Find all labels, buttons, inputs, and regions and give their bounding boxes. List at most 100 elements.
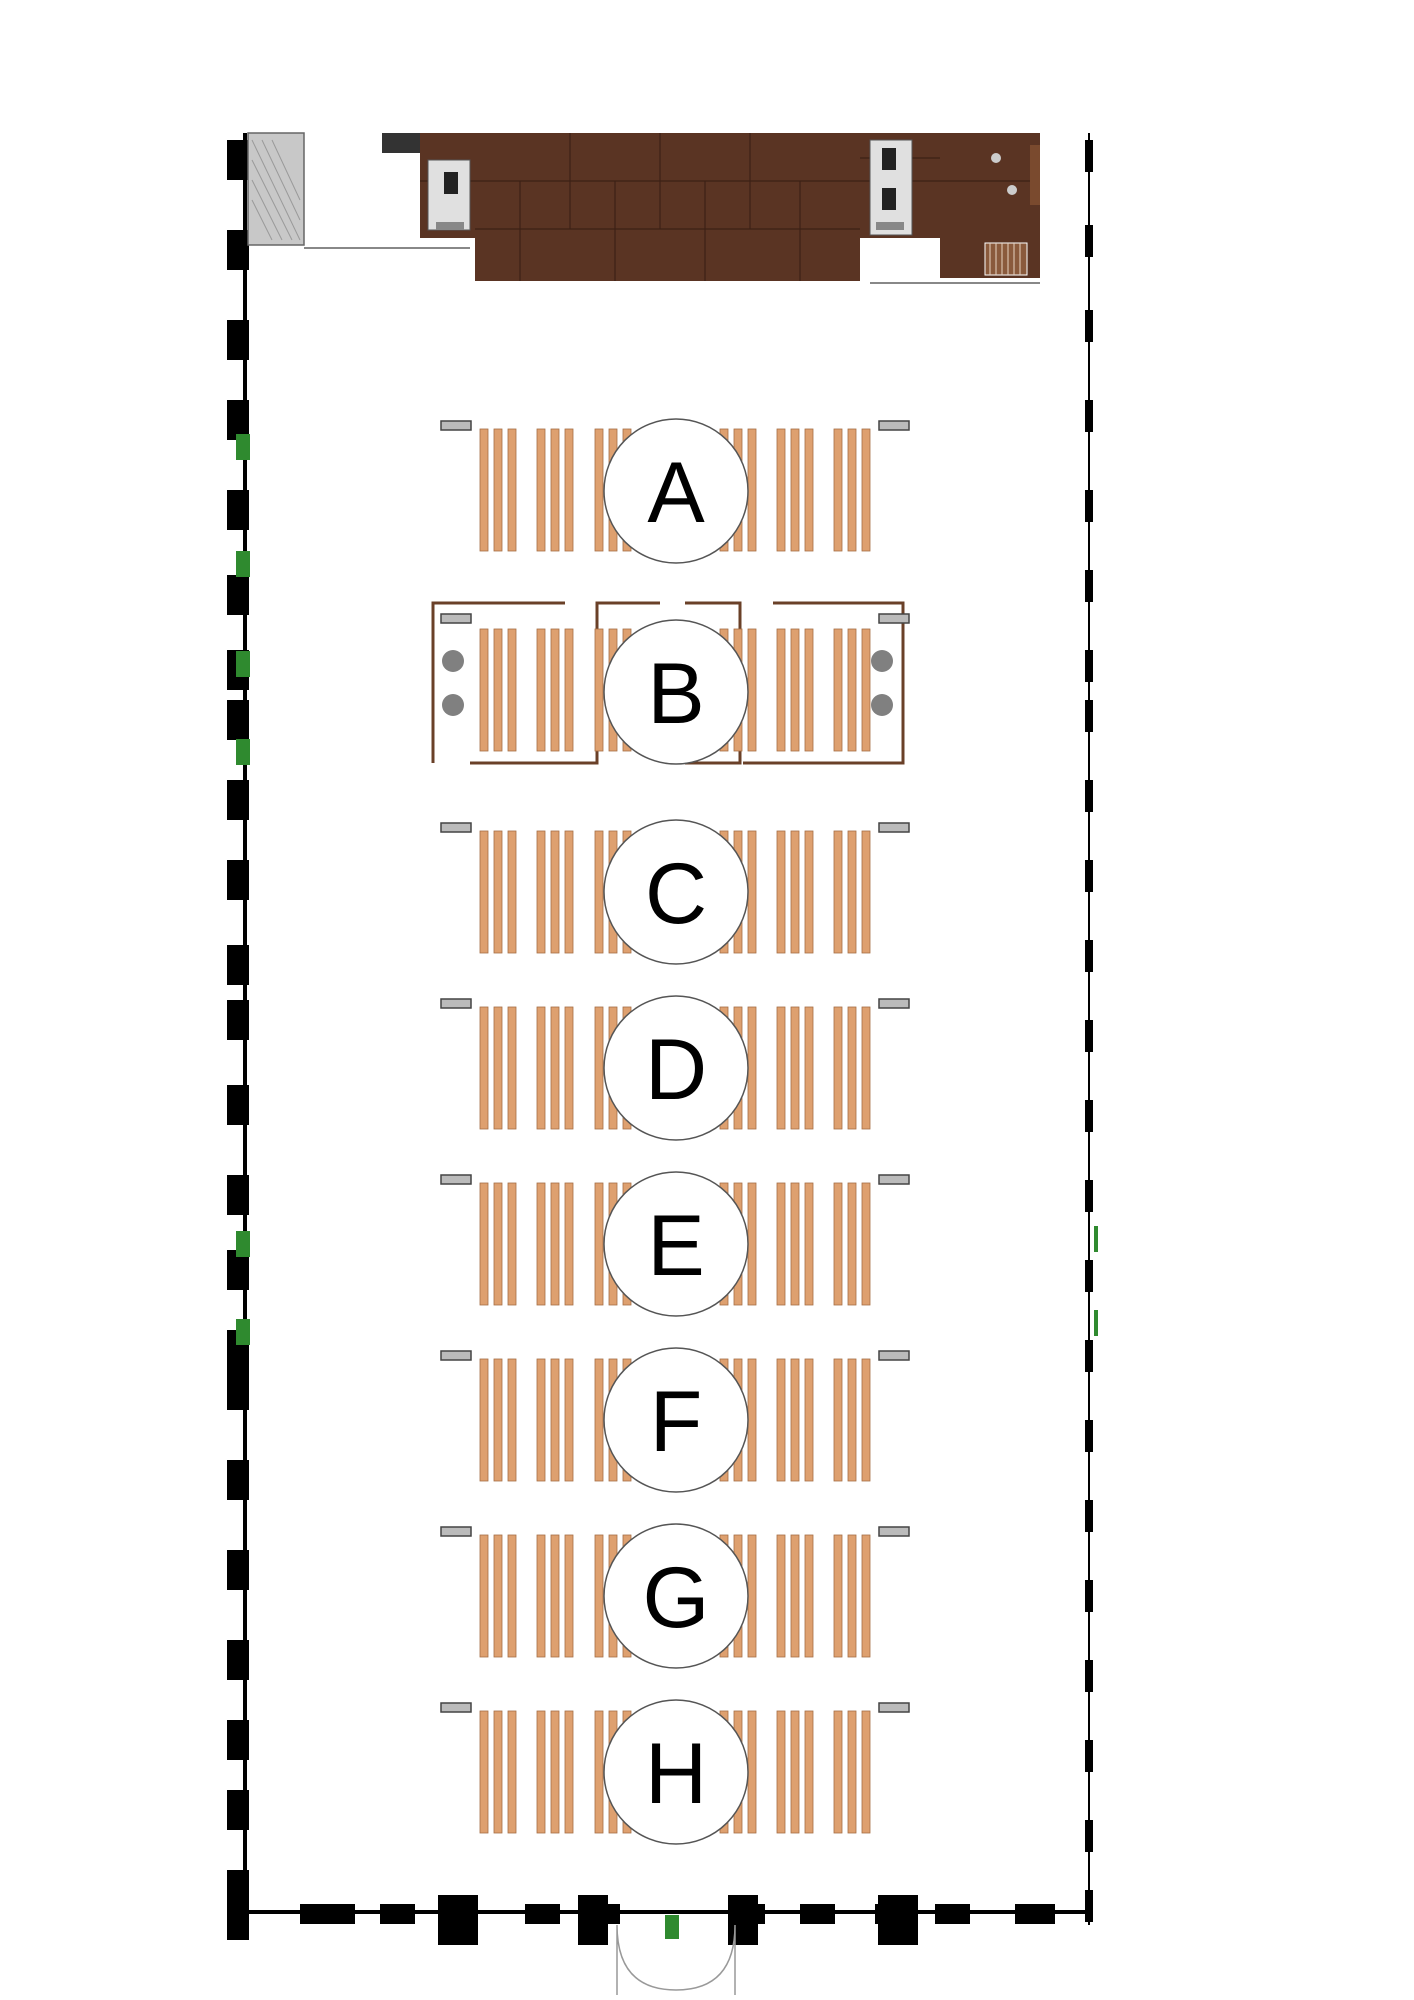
- exit-sign-icon: [665, 1915, 679, 1939]
- wall-pier: [227, 140, 249, 180]
- wall-pier: [1085, 860, 1093, 892]
- bench: [550, 1358, 560, 1482]
- bench: [536, 830, 546, 954]
- bench: [536, 628, 546, 752]
- wall-pier: [1085, 400, 1093, 432]
- zone-label-circle: [603, 1347, 749, 1493]
- bench: [479, 1710, 489, 1834]
- building-walls: [227, 133, 1093, 1945]
- bench: [507, 1710, 517, 1834]
- bench: [861, 1006, 871, 1130]
- bench: [747, 628, 757, 752]
- bench: [493, 1358, 503, 1482]
- zone-label-d: D: [603, 995, 749, 1141]
- bench: [804, 830, 814, 954]
- wall-pier: [1085, 225, 1093, 257]
- exit-sign-icon: [236, 651, 250, 677]
- bench: [790, 428, 800, 552]
- bench: [594, 830, 604, 954]
- bench: [804, 1006, 814, 1130]
- bench: [776, 1182, 786, 1306]
- wall-pier: [227, 1640, 249, 1680]
- bench: [550, 1006, 560, 1130]
- wall-pier: [227, 400, 249, 440]
- wall-pier: [227, 1790, 249, 1830]
- bench: [536, 1534, 546, 1658]
- stage-stairs: [984, 242, 1028, 276]
- bench: [479, 628, 489, 752]
- bench: [833, 628, 843, 752]
- zone-letter: H: [645, 1726, 707, 1822]
- zone-letter: D: [645, 1022, 707, 1118]
- bench: [594, 1358, 604, 1482]
- speaker-icon: [878, 1526, 910, 1537]
- wall-pier: [227, 1175, 249, 1215]
- exit-sign-icon: [236, 739, 250, 765]
- bench: [479, 1358, 489, 1482]
- bench: [790, 1006, 800, 1130]
- bench: [550, 1710, 560, 1834]
- wall-pier: [227, 230, 249, 270]
- bench: [507, 1182, 517, 1306]
- bench: [861, 1534, 871, 1658]
- bench: [790, 628, 800, 752]
- wall-pier: [728, 1895, 758, 1945]
- wall-pier: [227, 1000, 249, 1040]
- bench: [847, 1006, 857, 1130]
- wall-pier: [1085, 1340, 1093, 1372]
- bench: [550, 1182, 560, 1306]
- bench: [493, 1182, 503, 1306]
- bench: [776, 1358, 786, 1482]
- zone-label-circle: [603, 1523, 749, 1669]
- bench: [847, 628, 857, 752]
- wall-pier: [1085, 1020, 1093, 1052]
- bench: [564, 1182, 574, 1306]
- bench: [564, 1006, 574, 1130]
- zone-b-enclosure: [431, 601, 905, 765]
- wall-pier: [935, 1904, 970, 1924]
- bench: [833, 428, 843, 552]
- exit-sign-icon: [236, 1319, 250, 1345]
- zone-label-circle: [603, 995, 749, 1141]
- speaker-icon: [440, 1526, 472, 1537]
- wall-pier: [227, 1085, 249, 1125]
- bench: [536, 1710, 546, 1834]
- wall-pier: [1085, 1740, 1093, 1772]
- bench: [564, 830, 574, 954]
- wall-pier: [227, 1550, 249, 1590]
- wall-pier: [227, 860, 249, 900]
- bench: [847, 1182, 857, 1306]
- bench: [833, 1358, 843, 1482]
- wall-pier: [1085, 1580, 1093, 1612]
- bench: [833, 1006, 843, 1130]
- bench: [776, 1710, 786, 1834]
- wall-pier: [525, 1904, 560, 1924]
- speaker-icon: [440, 1350, 472, 1361]
- wall-pier: [1085, 1660, 1093, 1692]
- zone-letter: A: [647, 445, 705, 541]
- bench: [507, 830, 517, 954]
- bench: [594, 1534, 604, 1658]
- wall-pier: [878, 1895, 918, 1945]
- bench: [507, 428, 517, 552]
- bench: [747, 428, 757, 552]
- speaker-icon: [440, 613, 472, 624]
- wall-pier: [227, 945, 249, 985]
- bench: [536, 1182, 546, 1306]
- exit-sign-icon: [1094, 1310, 1098, 1336]
- bench: [861, 830, 871, 954]
- bench: [776, 628, 786, 752]
- wall-pier: [1085, 1100, 1093, 1132]
- bench: [594, 628, 604, 752]
- bench: [804, 1710, 814, 1834]
- bench: [861, 428, 871, 552]
- bench: [861, 1358, 871, 1482]
- wall-pier: [1085, 1890, 1093, 1922]
- exit-signs: [236, 434, 1098, 1939]
- bench: [507, 1006, 517, 1130]
- wall-pier: [227, 1370, 249, 1410]
- bench: [790, 1182, 800, 1306]
- bench: [550, 628, 560, 752]
- wall-pier: [1085, 1260, 1093, 1292]
